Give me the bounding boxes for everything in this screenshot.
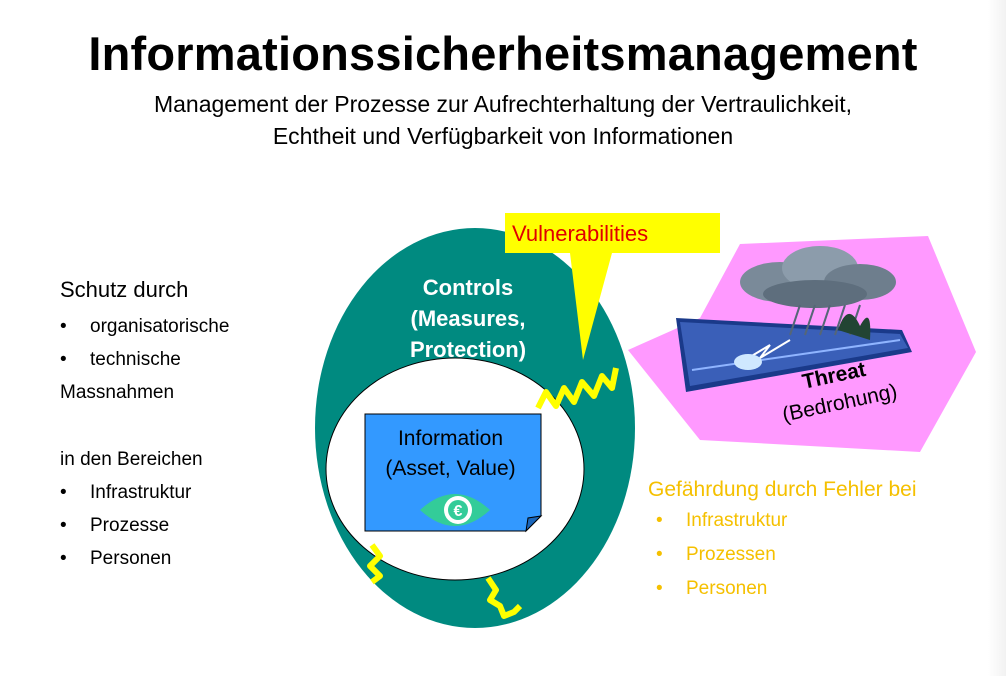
information-box <box>364 413 543 533</box>
information-line-2: (Asset, Value) <box>385 457 516 480</box>
storm-illustration <box>676 246 912 392</box>
bullet-icon: • <box>60 316 67 337</box>
protection-item: • technische <box>60 343 229 376</box>
protection-item-label: organisatorische <box>90 316 230 337</box>
controls-label: Controls (Measures, Protection) <box>368 272 568 365</box>
protection-item: • organisatorische <box>60 310 229 343</box>
hazard-item-label: Personen <box>686 578 768 599</box>
area-item-label: Prozesse <box>90 515 170 536</box>
bullet-icon: • <box>60 515 67 536</box>
euro-eye-icon: € <box>420 494 490 526</box>
bullet-icon: • <box>656 510 663 531</box>
area-item: • Personen <box>60 542 229 575</box>
area-item-label: Infrastruktur <box>90 482 192 503</box>
subtitle-line-2: Echtheit und Verfügbarkeit von Informati… <box>272 123 734 149</box>
controls-line-3: Protection) <box>409 337 527 362</box>
information-label: Information (Asset, Value) <box>363 424 538 484</box>
hazard-heading: Gefährdung durch Fehler bei <box>648 478 917 501</box>
slide-edge-shadow <box>988 0 1006 676</box>
area-item: • Infrastruktur <box>60 476 229 509</box>
hazard-item-label: Infrastruktur <box>686 510 788 531</box>
bullet-icon: • <box>656 578 663 599</box>
bullet-icon: • <box>656 544 663 565</box>
protection-item-label: technische <box>90 349 181 370</box>
hazard-item: • Personen <box>648 572 917 606</box>
controls-line-2: (Measures, <box>410 306 526 331</box>
bullet-icon: • <box>60 548 67 569</box>
bullet-icon: • <box>60 482 67 503</box>
page-title: Informationssicherheitsmanagement <box>88 27 918 80</box>
measures-label: Massnahmen <box>60 382 175 403</box>
crack-zigzag-bottom <box>485 576 523 619</box>
hazard-item: • Infrastruktur <box>648 504 917 538</box>
area-item: • Prozesse <box>60 509 229 542</box>
vulnerabilities-callout <box>505 213 720 360</box>
crack-zigzag-left <box>367 543 383 585</box>
protection-heading: Schutz durch <box>60 277 189 302</box>
areas-heading: in den Bereichen <box>60 449 203 470</box>
hazard-item-label: Prozessen <box>686 544 776 565</box>
hazard-panel: Gefährdung durch Fehler bei • Infrastruk… <box>648 476 917 606</box>
vulnerabilities-label: Vulnerabilities <box>512 221 649 246</box>
area-item-label: Personen <box>90 548 172 569</box>
hazard-item: • Prozessen <box>648 538 917 572</box>
svg-text:€: € <box>454 503 463 520</box>
crack-zigzag-upper <box>535 367 619 410</box>
protection-panel: Schutz durch • organisatorische • techni… <box>60 276 229 575</box>
controls-line-1: Controls <box>422 275 514 300</box>
information-line-1: Information <box>397 427 504 450</box>
subtitle-line-1: Management der Prozesse zur Aufrechterha… <box>153 91 853 117</box>
bullet-icon: • <box>60 349 67 370</box>
